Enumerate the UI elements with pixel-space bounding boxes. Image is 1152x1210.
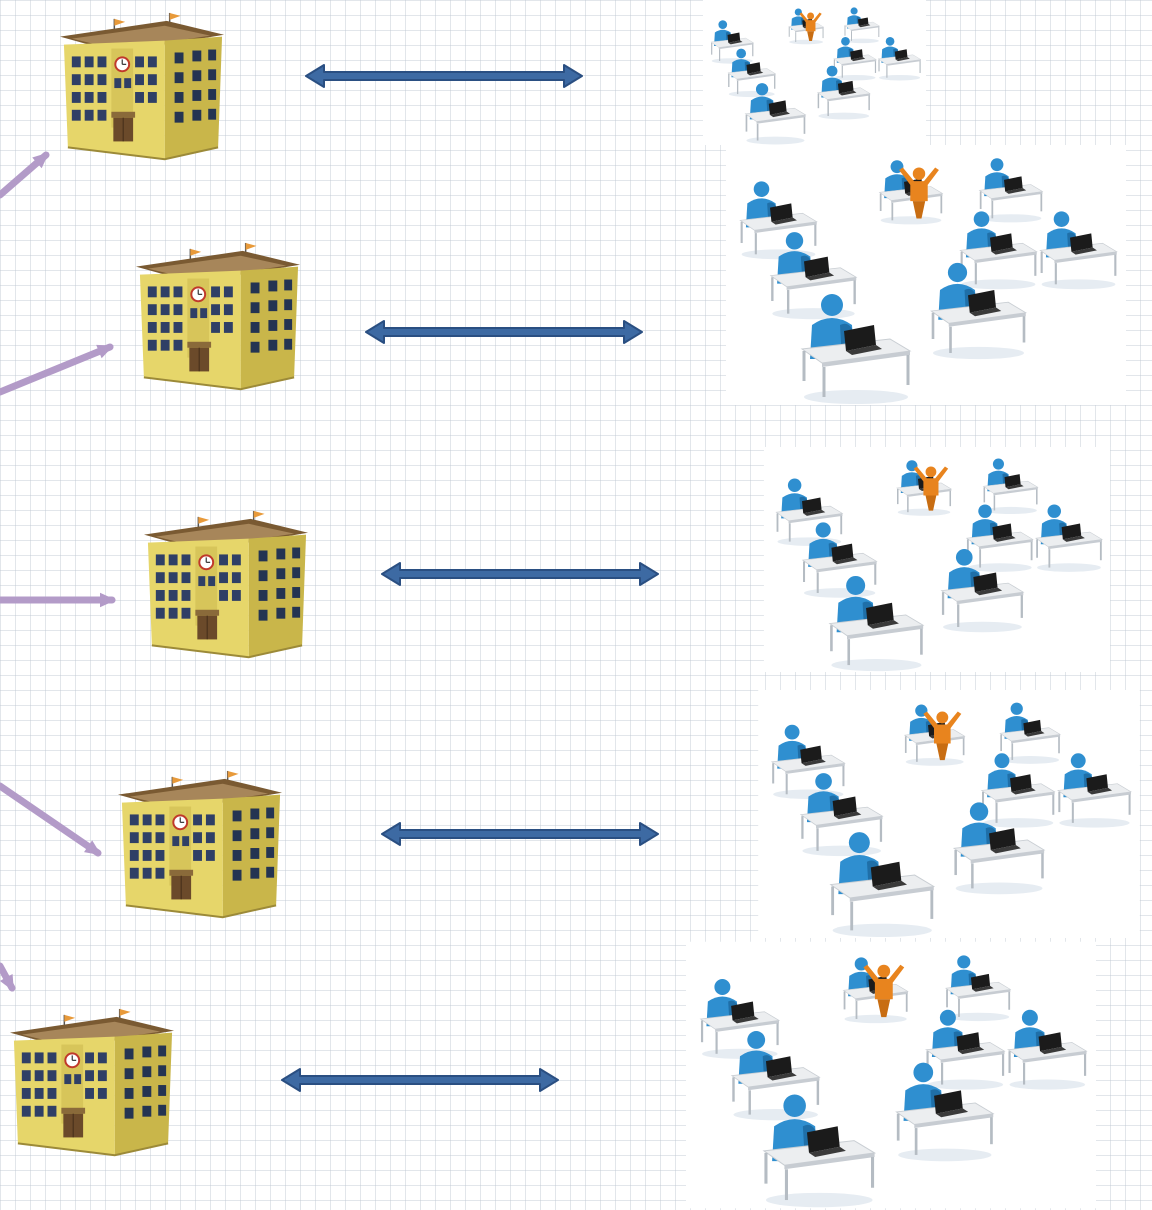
connector-arrow-icon	[0, 343, 114, 396]
double-arrow-icon	[364, 319, 644, 345]
computer-classroom-icon	[703, 0, 926, 145]
double-arrow-icon	[280, 1067, 560, 1093]
connector-arrow-icon-head	[96, 344, 114, 359]
diagram-row-4	[116, 690, 1140, 938]
double-arrow-icon	[380, 821, 660, 847]
rows	[8, 0, 1140, 1209]
computer-classroom-icon	[726, 145, 1126, 405]
school-building-icon	[8, 1007, 176, 1157]
double-arrow-icon	[304, 63, 584, 89]
computer-classroom-icon	[758, 690, 1140, 938]
computer-classroom-icon	[764, 447, 1110, 672]
computer-classroom-icon	[686, 942, 1096, 1209]
connector-arrow-icon	[0, 782, 102, 857]
diagram-row-5	[8, 942, 1096, 1209]
diagram-row-1	[58, 0, 926, 161]
school-building-icon	[116, 769, 284, 919]
connector-arrow-icon-head	[0, 974, 14, 992]
connector-arrow-icon-head	[84, 840, 102, 856]
school-building-icon	[142, 509, 310, 659]
diagram-row-3	[142, 447, 1110, 672]
double-arrow-icon	[380, 561, 660, 587]
connector-arrow-icon-head	[100, 592, 116, 608]
diagram-row-2	[134, 145, 1126, 405]
school-building-icon	[58, 11, 226, 161]
connector-arrows	[0, 151, 116, 992]
school-building-icon	[134, 241, 302, 391]
connector-arrow-icon-head	[32, 152, 50, 169]
